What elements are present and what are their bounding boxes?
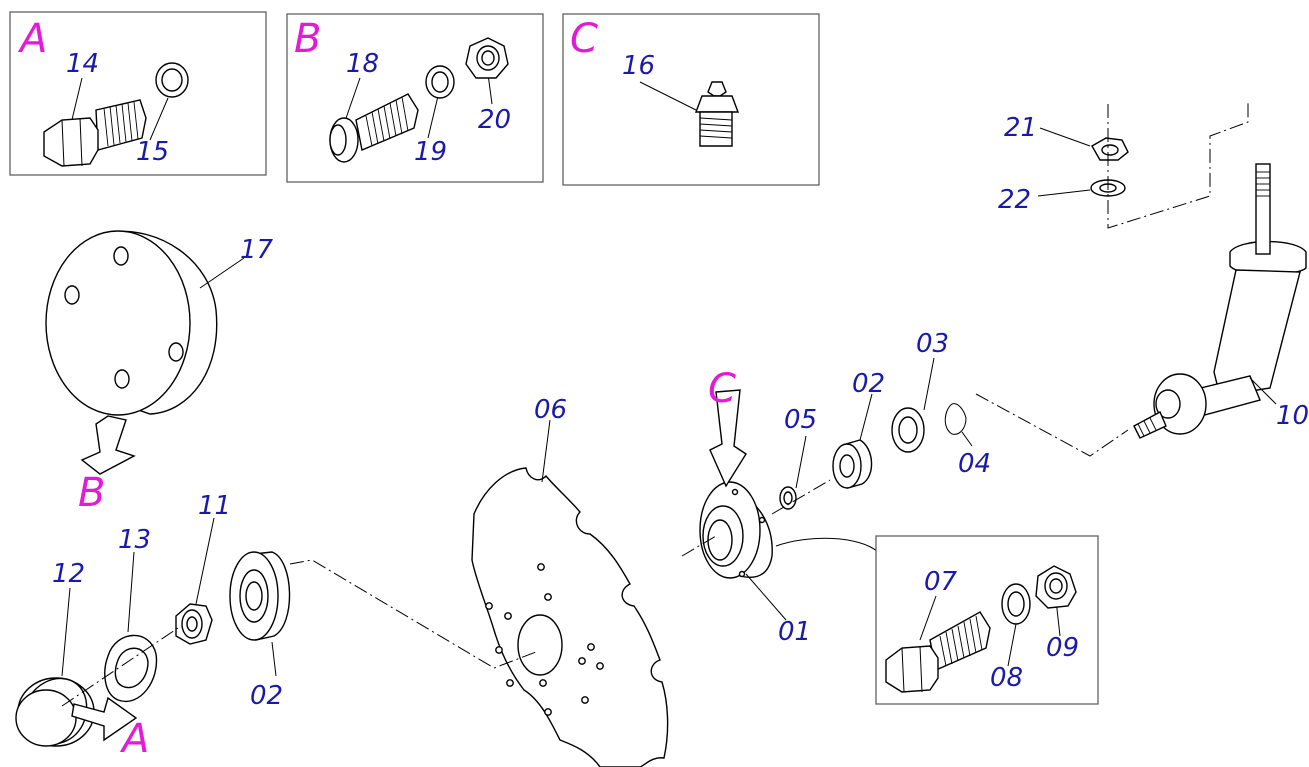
label-01: 01 [778,617,811,647]
nut-11: 11 [175,491,231,645]
label-07: 07 [924,567,958,597]
label-18: 18 [346,49,379,79]
label-10: 10 [1276,401,1309,431]
washer-22: 22 [998,179,1126,215]
label-20: 20 [478,105,511,135]
label-09: 09 [1046,633,1079,663]
bearing-02-lower: 02 [229,551,291,711]
label-04: 04 [958,449,991,479]
flange-17: 17 B [45,230,274,516]
inset-bolt-set: 07 08 09 [875,535,1099,705]
label-06: 06 [534,395,567,425]
inset-b-letter: B [294,16,321,62]
label-16: 16 [622,51,655,81]
bearing-02-upper: 02 [832,369,885,489]
washer-15-icon [155,62,189,98]
callout-b: B [78,470,105,516]
callout-a: A [119,716,149,762]
inset-c-frame [562,13,820,186]
label-19: 19 [414,137,447,167]
arm-10: 10 [1133,163,1309,439]
inset-b-frame [286,13,544,183]
label-12: 12 [52,559,85,589]
bolt-07-icon [885,611,991,693]
label-02-upper: 02 [852,369,885,399]
label-02-lower: 02 [250,681,283,711]
hub-01: 01 C [699,366,879,647]
label-05: 05 [784,405,817,435]
inset-c: C 16 [562,13,820,186]
inset-b: B 18 19 20 [286,13,544,183]
circlip-04: 04 [944,403,991,479]
label-08: 08 [990,663,1023,693]
grease-nipple-16-icon [694,81,740,147]
label-22: 22 [998,185,1031,215]
disc-06: 06 [471,395,669,767]
label-13: 13 [118,525,151,555]
label-14: 14 [66,49,99,79]
inset-c-letter: C [570,16,598,62]
arrow-a [71,696,138,742]
nut-21: 21 [1004,113,1129,161]
label-15: 15 [136,137,169,167]
washer-13: 13 [104,525,158,703]
assembly-axis-lines [61,102,1249,707]
label-21: 21 [1004,113,1037,143]
nut-09-icon [1035,565,1077,609]
label-11: 11 [198,491,231,521]
inset-a: A 14 15 [9,11,267,176]
washer-08-icon [1001,583,1031,625]
callout-c: C [708,366,736,412]
washer-19-icon [425,65,455,99]
bolt-14-icon [43,99,147,167]
nut-20-icon [465,37,509,79]
inset-a-letter: A [17,16,47,62]
label-03: 03 [916,329,949,359]
seal-05: 05 [779,405,817,510]
label-17: 17 [240,235,274,265]
bearing-03: 03 [891,329,949,453]
cap-12: 12 [15,559,95,747]
bolt-18-icon [329,93,419,163]
